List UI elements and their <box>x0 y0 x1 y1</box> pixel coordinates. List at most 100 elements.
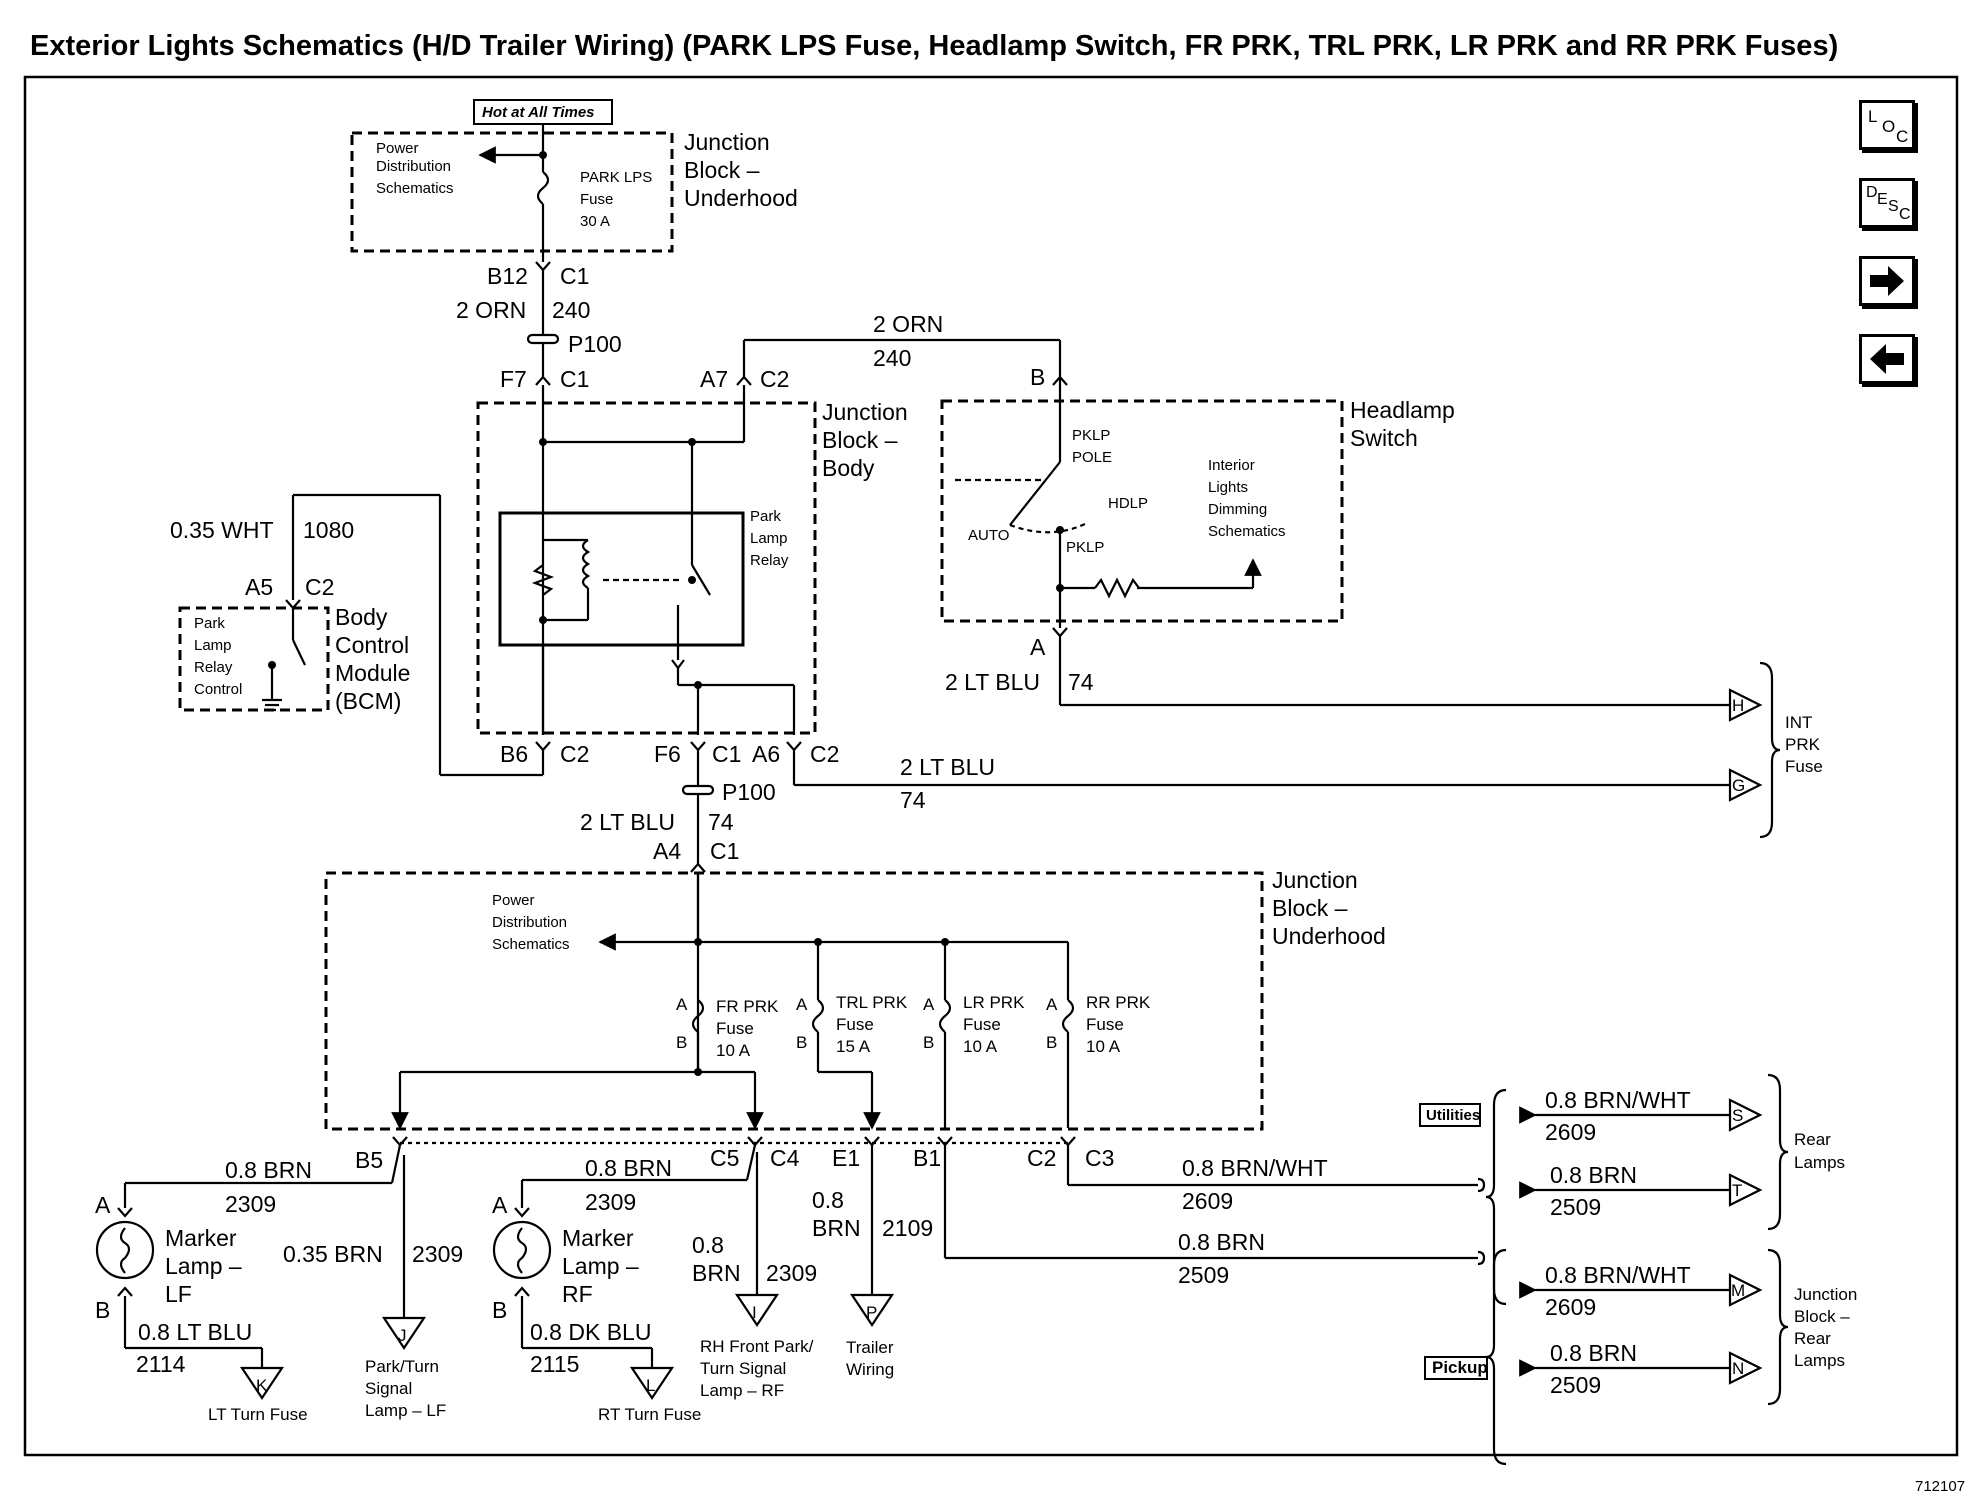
pklp-pole-line1: PKLP <box>1072 427 1110 444</box>
forward-arrow-icon <box>1870 266 1904 296</box>
connector-t-label: T <box>1732 1181 1742 1200</box>
a7-label: A7 <box>700 366 728 392</box>
i-w2309-label: 2309 <box>766 1260 817 1286</box>
loc-letter-o: O <box>1882 117 1896 136</box>
park-lps-fuse-line3: 30 A <box>580 213 610 230</box>
dk-blu-08-label: 0.8 DK BLU <box>530 1319 651 1345</box>
lf-brn-08-label: 0.8 BRN <box>225 1157 312 1183</box>
jb-rear-lamps-line4: Lamps <box>1794 1351 1845 1370</box>
marker-lf-line2: Lamp – <box>165 1253 242 1279</box>
bcm-relay-control-line2: Lamp <box>194 637 232 654</box>
j-w2309-label: 2309 <box>412 1241 463 1267</box>
fuse-lr-line1: LR PRK <box>963 993 1025 1012</box>
b12-label: B12 <box>487 263 528 289</box>
description-button[interactable]: D E S C <box>1859 178 1915 228</box>
marker-lf-line1: Marker <box>165 1225 237 1251</box>
park-turn-lf-line2: Signal <box>365 1379 412 1398</box>
interior-dimming-line1: Interior <box>1208 457 1255 474</box>
marker-rf-line2: Lamp – <box>562 1253 639 1279</box>
park-lamp-relay-line2: Lamp <box>750 530 788 547</box>
trl-pin-b: B <box>796 1033 807 1052</box>
b5-label: B5 <box>355 1147 383 1173</box>
w74-c-label: 74 <box>708 809 734 835</box>
jb-underhood-mid-line3: Underhood <box>1272 923 1386 949</box>
p-brn-08-line2: BRN <box>812 1215 861 1241</box>
jb-rear-lamps-line3: Rear <box>1794 1329 1831 1348</box>
fuse-trl-line3: 15 A <box>836 1037 871 1056</box>
c2-bottom-label: C2 <box>1027 1145 1056 1171</box>
desc-letter-s: S <box>1888 198 1899 215</box>
jb-underhood-top-line1: Junction <box>684 129 770 155</box>
rh-front-line2: Turn Signal <box>700 1359 786 1378</box>
fuse-fr-line2: Fuse <box>716 1019 754 1038</box>
c2-a7-label: C2 <box>760 366 789 392</box>
pds-top-line1: Power <box>376 140 419 157</box>
c1-f6-label: C1 <box>712 741 741 767</box>
connector-j-label: J <box>398 1326 407 1345</box>
b-hs-label: B <box>1030 364 1045 390</box>
w74-a-label: 74 <box>1068 669 1094 695</box>
pds-mid-line2: Distribution <box>492 914 567 931</box>
int-prk-fuse-line2: PRK <box>1785 735 1821 754</box>
fuse-fr-line3: 10 A <box>716 1041 751 1060</box>
fuse-trl-line2: Fuse <box>836 1015 874 1034</box>
rear-lamps-line2: Lamps <box>1794 1153 1845 1172</box>
t-w2509-label: 2509 <box>1550 1194 1601 1220</box>
park-lamp-relay-line1: Park <box>750 508 781 525</box>
p100-bottom-label: P100 <box>722 779 776 805</box>
n-w2509-label: 2509 <box>1550 1372 1601 1398</box>
c2-a5-label: C2 <box>305 574 334 600</box>
c1-top-label: C1 <box>560 263 589 289</box>
park-turn-lf-line3: Lamp – LF <box>365 1401 446 1420</box>
lt-turn-fuse-label: LT Turn Fuse <box>208 1405 308 1424</box>
w240-label: 240 <box>552 297 590 323</box>
park-lps-fuse-line1: PARK LPS <box>580 169 652 186</box>
p-brn-08-line1: 0.8 <box>812 1187 844 1213</box>
connector-m-label: M <box>1731 1281 1745 1300</box>
hot-at-all-times-label: Hot at All Times <box>482 104 595 121</box>
location-button[interactable]: L O C <box>1859 100 1915 150</box>
pds-mid-line1: Power <box>492 892 535 909</box>
marker-rf-line1: Marker <box>562 1225 634 1251</box>
t-brn-label: 0.8 BRN <box>1550 1162 1637 1188</box>
n-brn-label: 0.8 BRN <box>1550 1340 1637 1366</box>
next-page-button[interactable] <box>1859 256 1915 306</box>
pds-top-line2: Distribution <box>376 158 451 175</box>
connector-k-label: K <box>256 1376 268 1395</box>
wht-035-label: 0.35 WHT <box>170 517 274 543</box>
pklp-label: PKLP <box>1066 539 1104 556</box>
pds-top-line3: Schematics <box>376 180 454 197</box>
rf-pin-b: B <box>492 1297 507 1323</box>
interior-dimming-line2: Lights <box>1208 479 1248 496</box>
c5-label: C5 <box>710 1145 739 1171</box>
jb-underhood-mid-line1: Junction <box>1272 867 1358 893</box>
jb-underhood-mid-line2: Block – <box>1272 895 1348 921</box>
rear-lamps-line1: Rear <box>1794 1130 1831 1149</box>
m-brn-wht-label: 0.8 BRN/WHT <box>1545 1262 1691 1288</box>
schematic-lines <box>23 75 1959 1466</box>
f7-label: F7 <box>500 366 527 392</box>
i-brn-08-line1: 0.8 <box>692 1232 724 1258</box>
w2109-label: 2109 <box>882 1215 933 1241</box>
trailer-wiring-line2: Wiring <box>846 1360 894 1379</box>
previous-page-button[interactable] <box>1859 334 1915 384</box>
brn-035-label: 0.35 BRN <box>283 1241 383 1267</box>
trailer-wiring-line1: Trailer <box>846 1338 894 1357</box>
w1080-label: 1080 <box>303 517 354 543</box>
lf-pin-b: B <box>95 1297 110 1323</box>
desc-letter-e: E <box>1877 191 1888 208</box>
bcm-relay-control-line1: Park <box>194 615 225 632</box>
jb-rear-lamps-line2: Block – <box>1794 1307 1850 1326</box>
int-prk-fuse-line1: INT <box>1785 713 1812 732</box>
document-id: 712107 <box>1915 1478 1966 1495</box>
bcm-relay-control-line3: Relay <box>194 659 233 676</box>
rt-turn-fuse-label: RT Turn Fuse <box>598 1405 701 1424</box>
bcm-line3: Module <box>335 660 410 686</box>
fuse-lr-line2: Fuse <box>963 1015 1001 1034</box>
interior-dimming-line3: Dimming <box>1208 501 1267 518</box>
fuse-rr-line1: RR PRK <box>1086 993 1151 1012</box>
a4-label: A4 <box>653 838 681 864</box>
marker-rf-line3: RF <box>562 1281 593 1307</box>
fuse-fr-line1: FR PRK <box>716 997 779 1016</box>
